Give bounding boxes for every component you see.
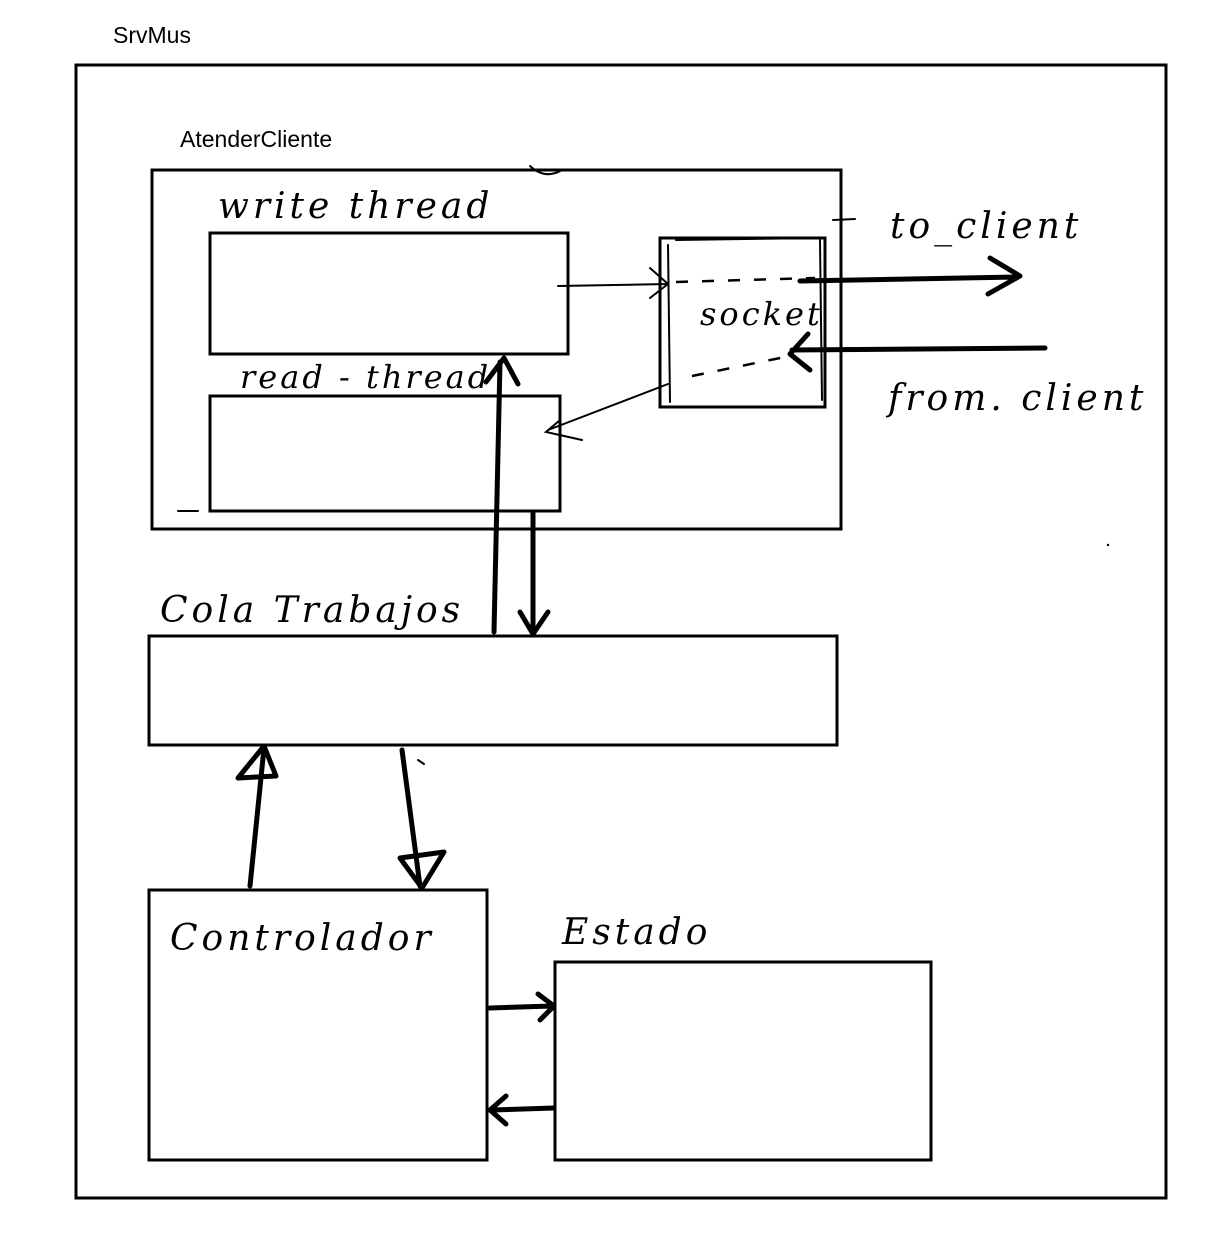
cola-trabajos-box	[147, 634, 839, 747]
srvmus-title: SrvMus	[113, 22, 191, 48]
socket-box-sketch	[667, 237, 823, 403]
socket-box	[658, 236, 827, 409]
controlador-label: Controlador	[170, 918, 435, 959]
atender-cliente-mark	[529, 165, 563, 176]
controlador-to-estado-arrow	[487, 991, 557, 1023]
socket-in-dashes	[691, 354, 791, 378]
stray-tick-top	[832, 218, 856, 221]
from-client-arrow	[787, 331, 1048, 373]
estado-label: Estado	[561, 912, 711, 953]
srvmus-box	[74, 63, 1168, 1200]
from-client-label: from. client	[885, 378, 1147, 419]
atender-cliente-title: AtenderCliente	[180, 126, 333, 152]
write-thread-label: write thread	[218, 186, 493, 227]
socket-out-dashes	[675, 276, 816, 284]
estado-to-controlador-arrow	[487, 1093, 557, 1127]
stray-dot	[1106, 543, 1110, 547]
cola-to-write-arrow	[483, 355, 521, 635]
to-client-arrow	[797, 255, 1023, 297]
socket-to-read-arrow	[543, 383, 669, 441]
to-client-label: to_client	[890, 206, 1082, 247]
read-thread-box	[208, 394, 562, 513]
cola-arrow-tick	[417, 759, 425, 765]
read-thread-label: read - thread	[240, 358, 491, 396]
controlador-box	[147, 888, 489, 1162]
controlador-to-cola-arrow	[235, 743, 279, 889]
socket-label: socket	[700, 295, 823, 333]
write-thread-box	[208, 231, 570, 356]
read-to-cola-arrow	[517, 509, 551, 637]
cola-to-controlador-arrow	[397, 747, 447, 891]
estado-box	[553, 960, 933, 1162]
cola-trabajos-label: Cola Trabajos	[160, 590, 464, 631]
write-to-socket-arrow	[557, 267, 670, 299]
